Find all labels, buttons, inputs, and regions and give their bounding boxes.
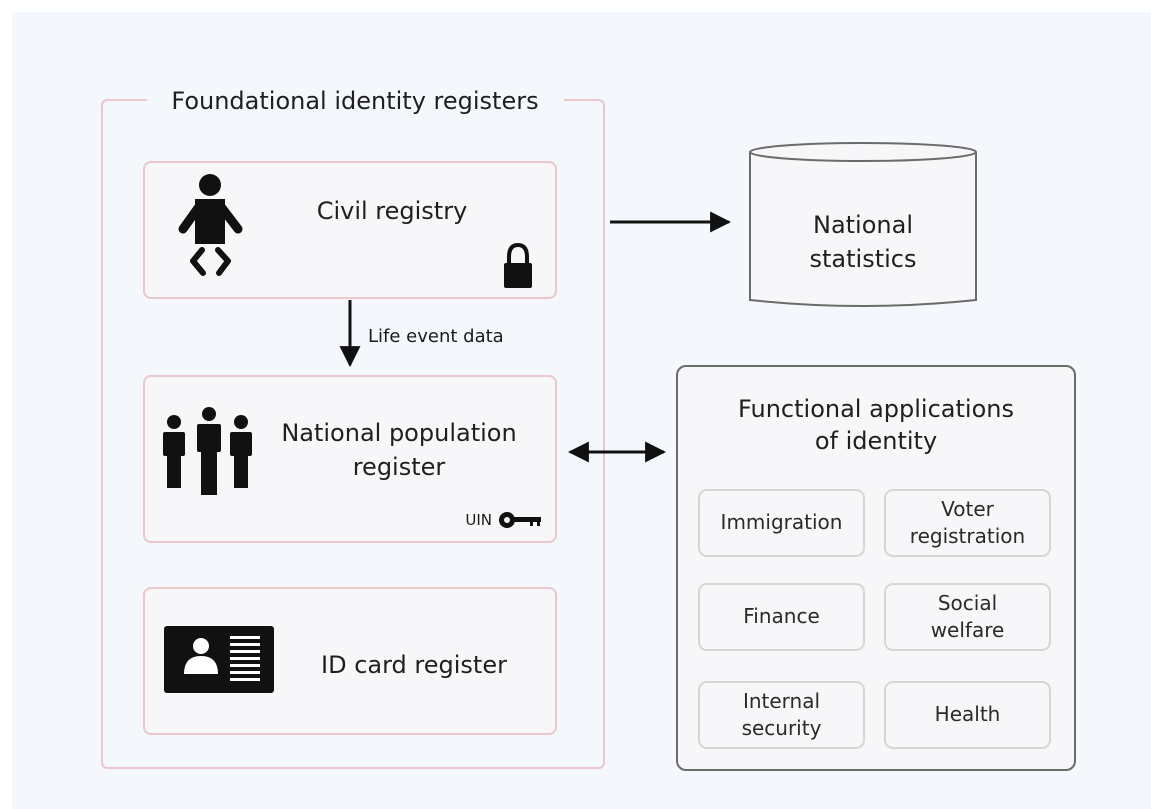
civil-registry-label: Civil registry (316, 197, 468, 225)
func-item-social-2: welfare (930, 618, 1005, 642)
baby-icon (178, 174, 243, 276)
func-item-social-1: Social (937, 591, 998, 615)
functional-title-1: Functional applications (738, 395, 1014, 423)
func-item-internal-2: security (741, 716, 822, 740)
people-icon (163, 407, 252, 495)
statistics-label-2: statistics (809, 245, 917, 273)
lock-icon (504, 242, 532, 288)
func-item-box-2 (884, 489, 1051, 557)
func-item-box-3 (698, 583, 865, 651)
func-item-box-6 (884, 681, 1051, 749)
population-register-label-1: National population (281, 419, 517, 447)
id-card-icon (164, 626, 274, 693)
foundational-group-title: Foundational identity registers (171, 87, 539, 115)
func-item-health: Health (934, 702, 1001, 726)
statistics-cylinder (749, 142, 977, 307)
id-card-register-label: ID card register (321, 651, 507, 679)
func-item-immigration: Immigration (720, 510, 843, 534)
func-item-internal-1: Internal (742, 689, 821, 713)
functional-box (676, 365, 1076, 771)
func-item-finance: Finance (743, 604, 820, 628)
diagram-svg (101, 99, 1076, 771)
life-event-label: Life event data (368, 326, 504, 347)
uin-label: UIN (465, 511, 492, 529)
func-item-voter-2: registration (909, 524, 1026, 548)
func-item-box-5 (698, 681, 865, 749)
func-item-voter-1: Voter (941, 497, 994, 521)
population-register-label-2: register (352, 453, 446, 481)
diagram-canvas: Foundational identity registers Civil re… (12, 12, 1151, 809)
foundational-group-border (101, 99, 605, 769)
func-item-box-1 (698, 489, 865, 557)
population-register-box (143, 375, 557, 543)
civil-registry-box (143, 161, 557, 299)
functional-title-2: of identity (814, 427, 938, 455)
func-item-box-4 (884, 583, 1051, 651)
key-icon (499, 512, 541, 528)
statistics-label-1: National (812, 211, 913, 239)
id-card-register-box (143, 587, 557, 735)
